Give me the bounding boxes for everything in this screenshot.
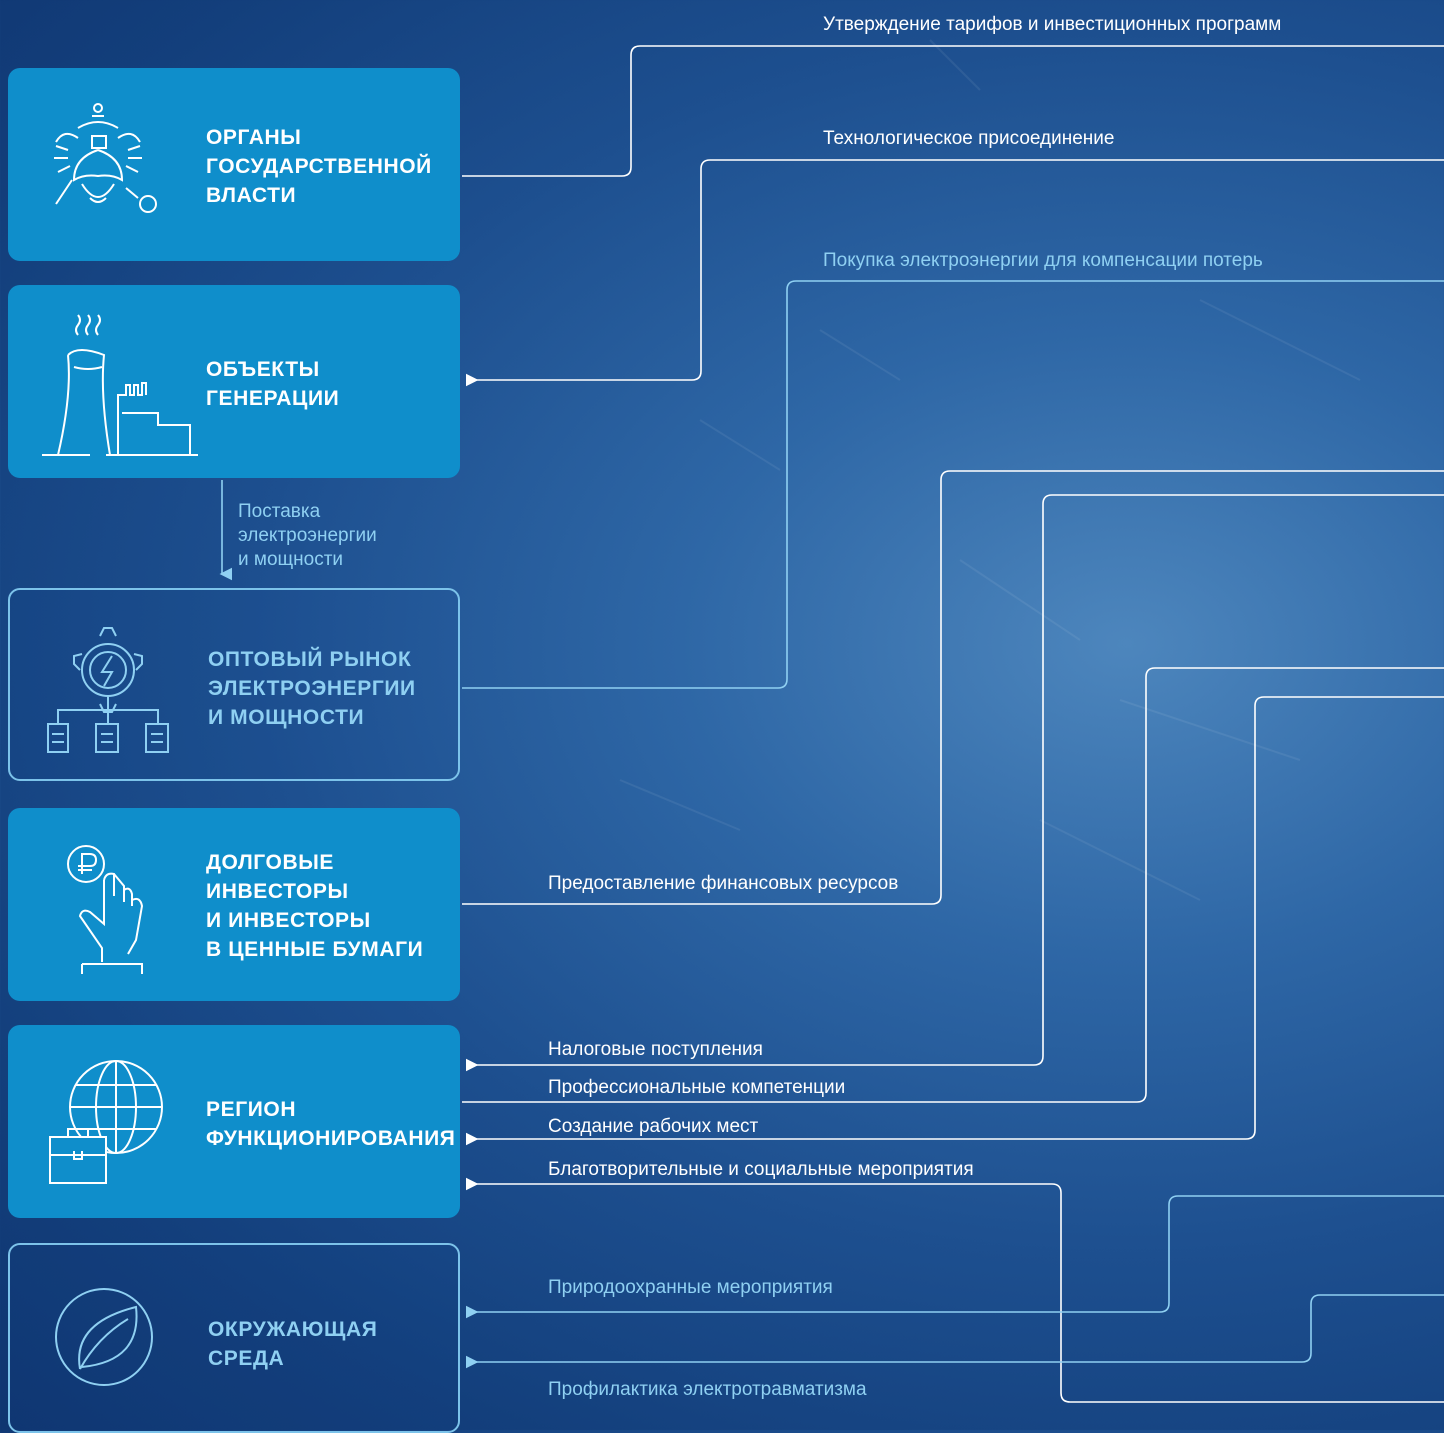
box-title-investors: ДОЛГОВЫЕ ИНВЕСТОРЫ И ИНВЕСТОРЫ В ЦЕННЫЕ … xyxy=(206,851,424,961)
flow-label-injury: Профилактика электротравматизма xyxy=(548,1379,867,1400)
box-wholesale: ОПТОВЫЙ РЫНОК ЭЛЕКТРОЭНЕРГИИ И МОЩНОСТИ xyxy=(8,588,460,781)
power-plant-icon xyxy=(42,314,198,456)
flow-line-environmental xyxy=(465,1195,1444,1319)
box-title-generation: ОБЪЕКТЫ ГЕНЕРАЦИИ xyxy=(206,358,340,410)
flow-line-tariffs xyxy=(462,45,1444,177)
flow-line-jobs xyxy=(465,696,1444,1146)
box-title-region: РЕГИОН ФУНКЦИОНИРОВАНИЯ xyxy=(206,1098,456,1150)
flow-line-injury xyxy=(465,1294,1444,1369)
ruble-hand-icon xyxy=(67,845,144,974)
supply-label: Поставка электроэнергии и мощности xyxy=(238,501,377,570)
flow-line-competencies xyxy=(462,667,1444,1103)
flow-label-connection: Технологическое присоединение xyxy=(823,128,1115,149)
flow-line-losses xyxy=(462,280,1444,689)
flow-line-connection xyxy=(465,159,1444,387)
flow-label-competencies: Профессиональные компетенции xyxy=(548,1077,846,1098)
energy-market-icon xyxy=(47,627,169,753)
flow-label-losses: Покупка электроэнергии для компенсации п… xyxy=(823,250,1263,271)
flow-label-tariffs: Утверждение тарифов и инвестиционных про… xyxy=(823,14,1282,35)
flow-label-environmental: Природоохранные мероприятия xyxy=(548,1277,833,1298)
box-authorities: ОРГАНЫ ГОСУДАРСТВЕННОЙ ВЛАСТИ xyxy=(8,68,460,261)
flow-line-finance xyxy=(462,470,1444,905)
box-investors: ДОЛГОВЫЕ ИНВЕСТОРЫ И ИНВЕСТОРЫ В ЦЕННЫЕ … xyxy=(8,808,460,1001)
box-title-wholesale: ОПТОВЫЙ РЫНОК ЭЛЕКТРОЭНЕРГИИ И МОЩНОСТИ xyxy=(208,648,416,729)
flow-label-jobs: Создание рабочих мест xyxy=(548,1116,759,1137)
box-environment: ОКРУЖАЮЩАЯ СРЕДА xyxy=(8,1243,460,1433)
flow-line-charity xyxy=(465,1177,1444,1403)
box-title-environment: ОКРУЖАЮЩАЯ СРЕДА xyxy=(208,1318,378,1370)
box-region: РЕГИОН ФУНКЦИОНИРОВАНИЯ xyxy=(8,1025,460,1218)
flow-label-charity: Благотворительные и социальные мероприят… xyxy=(548,1159,974,1180)
leaf-icon xyxy=(55,1288,153,1386)
box-title-authorities: ОРГАНЫ ГОСУДАРСТВЕННОЙ ВЛАСТИ xyxy=(206,126,432,207)
box-generation: ОБЪЕКТЫ ГЕНЕРАЦИИ xyxy=(8,285,460,478)
globe-briefcase-icon xyxy=(49,1060,163,1184)
flow-label-taxes: Налоговые поступления xyxy=(548,1039,763,1060)
flow-label-finance: Предоставление финансовых ресурсов xyxy=(548,873,899,894)
flow-line-taxes xyxy=(465,494,1444,1072)
state-emblem-icon xyxy=(54,103,157,213)
